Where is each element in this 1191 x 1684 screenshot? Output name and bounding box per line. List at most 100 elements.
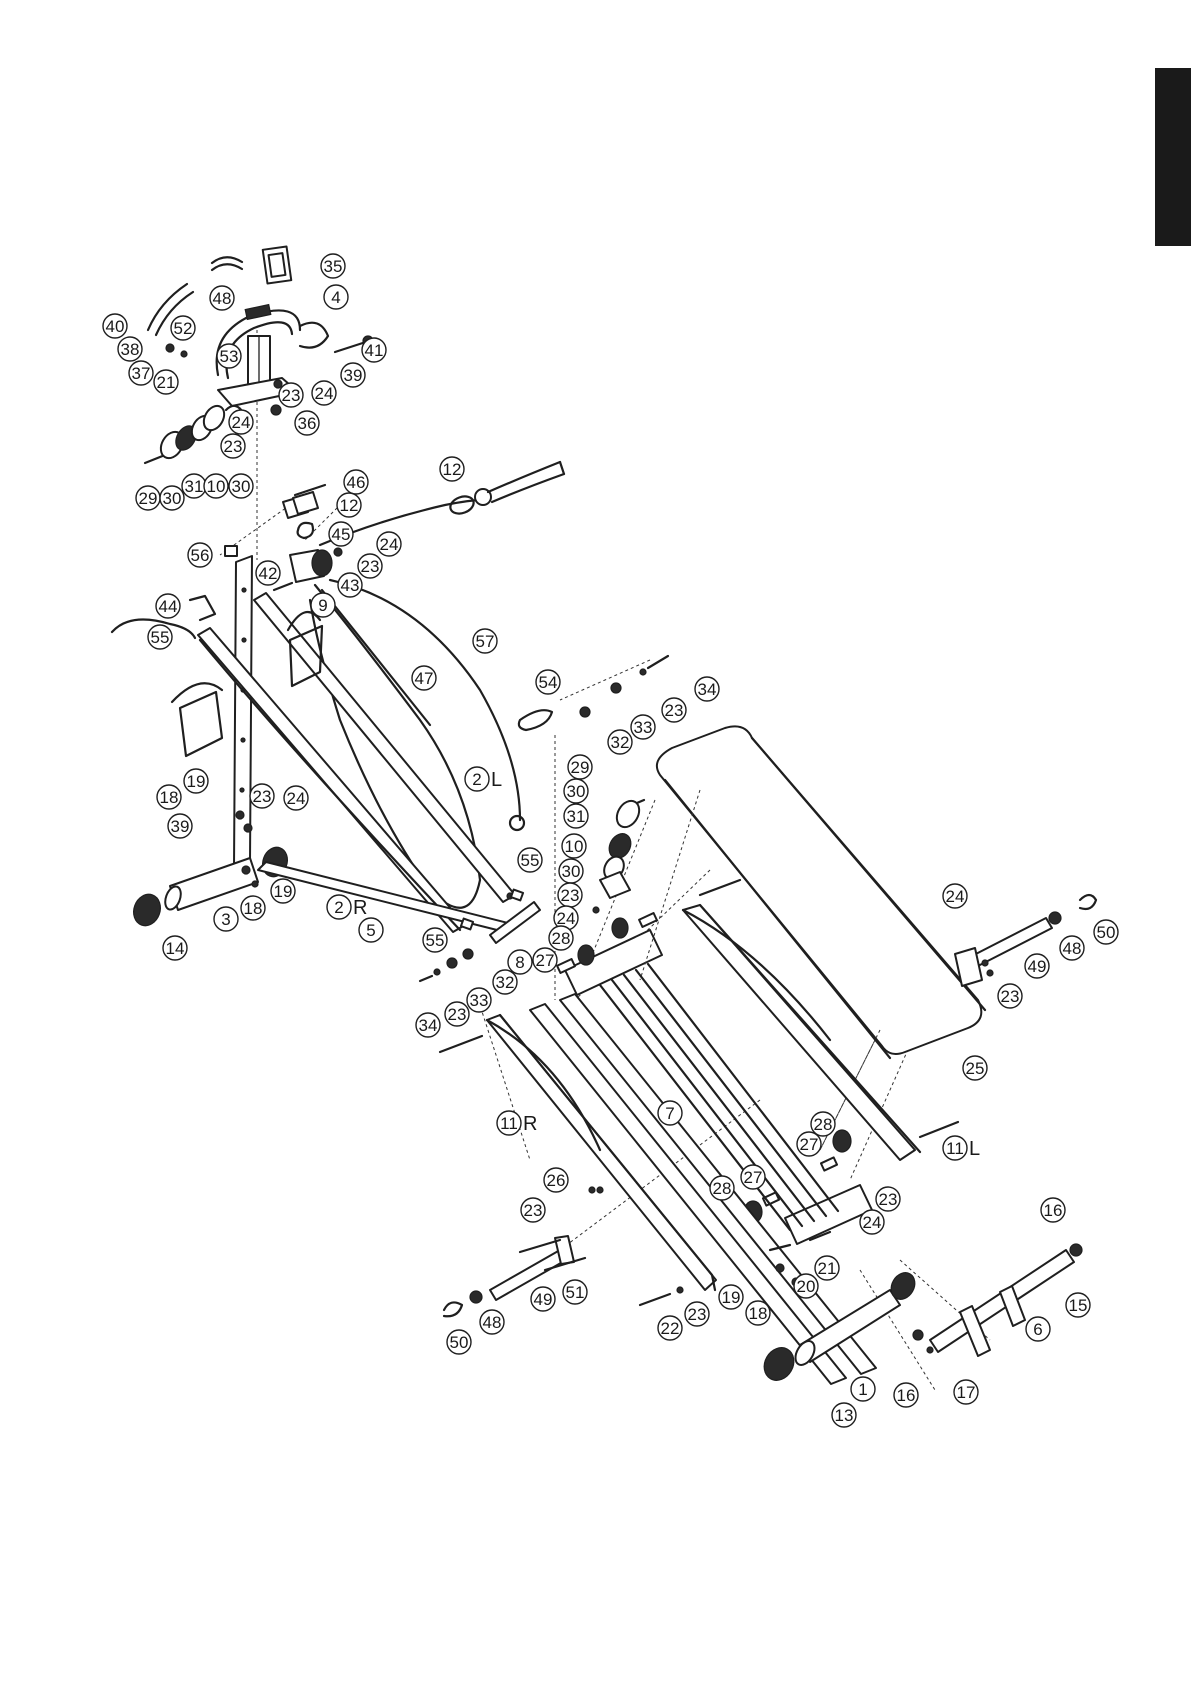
callout-circle <box>1040 1197 1066 1223</box>
part-callout-12: 12 <box>336 492 362 518</box>
callout-circle <box>167 813 193 839</box>
part-callout-23: 23 <box>997 983 1023 1009</box>
part-callout-32: 32 <box>607 729 633 755</box>
callout-number: 4 <box>331 288 340 307</box>
callout-number: 23 <box>282 386 301 405</box>
part-callout-39: 39 <box>167 813 193 839</box>
part-callout-50: 50 <box>1093 919 1119 945</box>
callout-circle <box>155 593 181 619</box>
callout-circle <box>209 285 235 311</box>
callout-circle <box>203 473 229 499</box>
seat-pad <box>639 725 987 1151</box>
callout-number: 56 <box>191 546 210 565</box>
callout-circle <box>520 1197 546 1223</box>
tower-frame <box>110 545 554 983</box>
callout-circle <box>337 572 363 598</box>
part-callout-24: 24 <box>553 905 579 931</box>
part-callout-34: 34 <box>694 676 720 702</box>
callout-circle <box>953 1379 979 1405</box>
part-callout-47: 47 <box>411 665 437 691</box>
part-callout-43: 43 <box>337 572 363 598</box>
front-base <box>763 1230 1083 1381</box>
callout-number: 38 <box>121 340 140 359</box>
callout-number: 47 <box>415 669 434 688</box>
callout-number: 18 <box>749 1304 768 1323</box>
callout-number: 23 <box>1001 987 1020 1006</box>
part-callout-25: 25 <box>962 1055 988 1081</box>
part-callout-4: 4 <box>323 284 349 310</box>
callout-circle <box>340 362 366 388</box>
callout-number: 20 <box>797 1277 816 1296</box>
part-callout-23: 23 <box>520 1197 546 1223</box>
part-callout-9: 9 <box>310 592 336 618</box>
callout-number: 5 <box>366 921 375 940</box>
callout-circle <box>311 380 337 406</box>
callout-number: 16 <box>897 1386 916 1405</box>
callout-number: 52 <box>174 319 193 338</box>
callout-number: 24 <box>232 413 251 432</box>
callout-circle <box>328 521 354 547</box>
callout-number: 3 <box>221 910 230 929</box>
callout-circle <box>532 947 558 973</box>
callout-circle <box>117 336 143 362</box>
callout-number: 23 <box>665 701 684 720</box>
part-callout-48: 48 <box>1059 935 1085 961</box>
callout-circle <box>183 768 209 794</box>
callout-number: 32 <box>496 973 515 992</box>
part-callout-24: 24 <box>376 531 402 557</box>
callout-number: 12 <box>443 460 462 479</box>
callout-circle <box>310 592 336 618</box>
callout-side-suffix: L <box>491 769 502 791</box>
part-callout-21: 21 <box>814 1255 840 1281</box>
handle-assembly <box>143 245 374 465</box>
part-callout-38: 38 <box>117 336 143 362</box>
callout-circle <box>213 906 239 932</box>
callout-number: 12 <box>340 496 359 515</box>
part-callout-18: 18 <box>240 895 266 921</box>
part-callout-31: 31 <box>563 803 589 829</box>
callout-circle <box>228 409 254 435</box>
callout-circle <box>439 456 465 482</box>
callout-circle <box>128 360 154 386</box>
part-callout-49: 49 <box>530 1286 556 1312</box>
part-callout-27: 27 <box>740 1164 766 1190</box>
callout-number: 30 <box>562 862 581 881</box>
callout-number: 27 <box>800 1135 819 1154</box>
callout-number: 23 <box>561 886 580 905</box>
callout-number: 6 <box>1033 1320 1042 1339</box>
callout-circle <box>162 935 188 961</box>
callout-number: 36 <box>298 414 317 433</box>
callout-number: 51 <box>566 1283 585 1302</box>
part-callout-48: 48 <box>209 285 235 311</box>
callout-number: 24 <box>315 384 334 403</box>
callout-circle <box>607 729 633 755</box>
part-callout-23: 23 <box>220 433 246 459</box>
callout-number: 21 <box>818 1259 837 1278</box>
callout-circle <box>153 369 179 395</box>
part-callout-24: 24 <box>942 883 968 909</box>
page-section-tab <box>1155 68 1191 246</box>
callout-number: 15 <box>1069 1296 1088 1315</box>
callout-number: 24 <box>287 789 306 808</box>
callout-circle <box>694 676 720 702</box>
callout-circle <box>875 1186 901 1212</box>
callout-circle <box>464 766 490 792</box>
callout-circle <box>810 1111 836 1137</box>
rear-axles <box>442 893 1098 1318</box>
part-callout-28: 28 <box>810 1111 836 1137</box>
callout-circle <box>479 1309 505 1335</box>
callout-number: 48 <box>1063 939 1082 958</box>
callout-number: 27 <box>536 951 555 970</box>
callout-circle <box>102 313 128 339</box>
callout-number: 45 <box>332 525 351 544</box>
callout-circle <box>240 895 266 921</box>
part-callout-22: 22 <box>657 1315 683 1341</box>
callout-number: 39 <box>344 366 363 385</box>
callout-circle <box>563 778 589 804</box>
callout-circle <box>561 833 587 859</box>
callout-circle <box>1024 953 1050 979</box>
callout-number: 40 <box>106 317 125 336</box>
callout-number: 34 <box>419 1016 438 1035</box>
callout-number: 23 <box>448 1005 467 1024</box>
